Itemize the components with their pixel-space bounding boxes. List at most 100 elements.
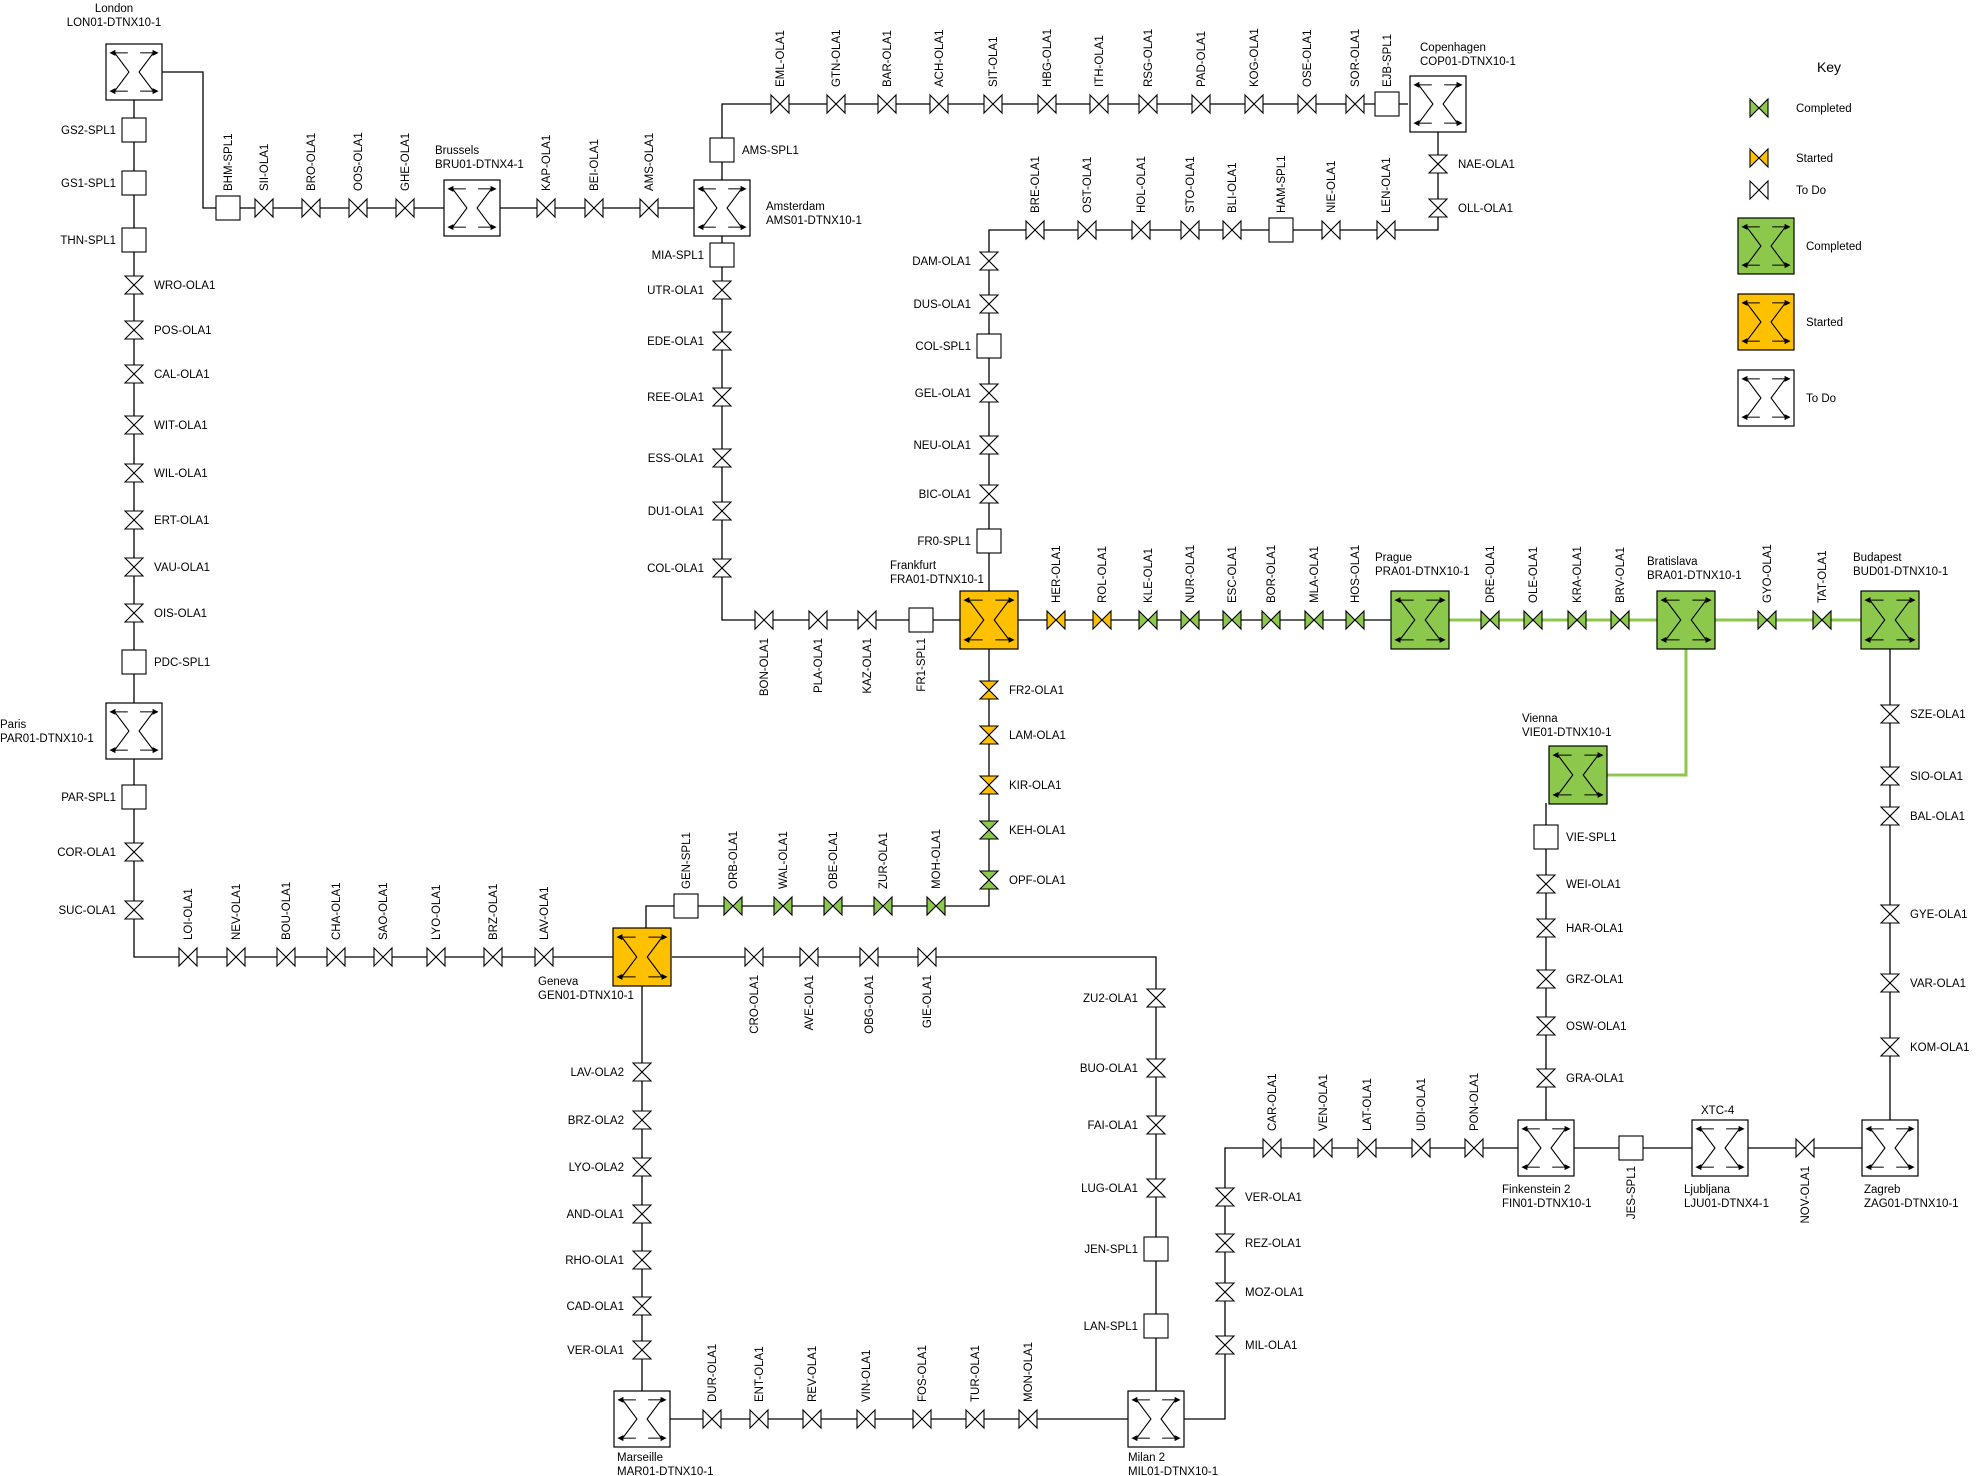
node-finkenstein-2[interactable]: [1517, 1119, 1575, 1177]
site-gie-ola1-101[interactable]: [917, 946, 937, 968]
node-prague[interactable]: [1390, 590, 1450, 650]
site-lav-ola1-22[interactable]: [534, 946, 554, 968]
site-fai-ola1-118[interactable]: [1145, 1115, 1167, 1135]
site-kir-ola1-89[interactable]: [978, 775, 1000, 795]
site-udi-ola1-129[interactable]: [1411, 1137, 1431, 1159]
legend-amp-started-icon[interactable]: [1749, 147, 1769, 169]
site-cro-ola1-98[interactable]: [744, 946, 764, 968]
site-bei-ola1-29[interactable]: [584, 197, 604, 219]
site-hos-ola1-80[interactable]: [1345, 609, 1365, 631]
site-fr1-spl1-72[interactable]: [908, 607, 934, 633]
site-ede-ola1-64[interactable]: [711, 331, 733, 351]
node-london[interactable]: [105, 43, 163, 101]
site-lam-ola1-88[interactable]: [978, 725, 1000, 745]
site-wil-ola1-7[interactable]: [123, 463, 145, 483]
node-vienna[interactable]: [1548, 745, 1608, 805]
site-gye-ola1-142[interactable]: [1879, 904, 1901, 924]
site-gyo-ola1-85[interactable]: [1757, 609, 1777, 631]
site-bli-ola1-50[interactable]: [1222, 219, 1242, 241]
site-nie-ola1-48[interactable]: [1321, 219, 1341, 241]
site-ghe-ola1-27[interactable]: [395, 197, 415, 219]
site-ose-ola1-42[interactable]: [1297, 93, 1317, 115]
site-brz-ola2-103[interactable]: [631, 1110, 653, 1130]
site-dur-ola1-109[interactable]: [702, 1408, 722, 1430]
site-nov-ola1-132[interactable]: [1795, 1137, 1815, 1159]
node-copenhagen[interactable]: [1409, 75, 1467, 133]
site-wit-ola1-6[interactable]: [123, 415, 145, 435]
node-amsterdam[interactable]: [693, 179, 751, 237]
site-obe-ola1-95[interactable]: [823, 895, 843, 917]
site-gtn-ola1-33[interactable]: [826, 93, 846, 115]
site-brv-ola1-84[interactable]: [1610, 609, 1630, 631]
site-mil-ola1-125[interactable]: [1214, 1335, 1236, 1355]
site-utr-ola1-63[interactable]: [711, 280, 733, 300]
site-bar-ola1-34[interactable]: [877, 93, 897, 115]
site-sii-ola1-24[interactable]: [254, 197, 274, 219]
site-len-ola1-47[interactable]: [1376, 219, 1396, 241]
site-vin-ola1-112[interactable]: [856, 1408, 876, 1430]
site-cal-ola1-5[interactable]: [123, 364, 145, 384]
site-har-ola1-135[interactable]: [1535, 918, 1557, 938]
site-wal-ola1-94[interactable]: [773, 895, 793, 917]
site-gel-ola1-58[interactable]: [978, 383, 1000, 403]
site-sio-ola1-140[interactable]: [1879, 766, 1901, 786]
site-ent-ola1-110[interactable]: [749, 1408, 769, 1430]
site-pon-ola1-130[interactable]: [1464, 1137, 1484, 1159]
site-esc-ola1-77[interactable]: [1222, 609, 1242, 631]
site-ham-spl1-49[interactable]: [1268, 217, 1294, 243]
site-vau-ola1-9[interactable]: [123, 557, 145, 577]
legend-node-todo-icon[interactable]: [1737, 369, 1795, 427]
site-cha-ola1-18[interactable]: [326, 946, 346, 968]
site-ams-spl1-31[interactable]: [709, 137, 735, 163]
site-dre-ola1-81[interactable]: [1480, 609, 1500, 631]
node-bratislava[interactable]: [1656, 590, 1716, 650]
site-ach-ola1-35[interactable]: [929, 93, 949, 115]
site-sit-ola1-36[interactable]: [983, 93, 1003, 115]
site-lan-spl1-121[interactable]: [1143, 1313, 1169, 1339]
site-du1-ola1-67[interactable]: [711, 501, 733, 521]
site-fr0-spl1-61[interactable]: [976, 528, 1002, 554]
site-sao-ola1-19[interactable]: [373, 946, 393, 968]
site-pla-ola1-70[interactable]: [808, 609, 828, 631]
site-mon-ola1-115[interactable]: [1018, 1408, 1038, 1430]
site-car-ola1-126[interactable]: [1262, 1137, 1282, 1159]
site-bon-ola1-69[interactable]: [754, 609, 774, 631]
site-pad-ola1-40[interactable]: [1191, 93, 1211, 115]
site-col-spl1-57[interactable]: [976, 333, 1002, 359]
site-bhm-spl1-23[interactable]: [215, 195, 241, 221]
site-neu-ola1-59[interactable]: [978, 435, 1000, 455]
site-jen-spl1-120[interactable]: [1143, 1236, 1169, 1262]
site-mia-spl1-62[interactable]: [709, 242, 735, 268]
site-bre-ola1-54[interactable]: [1025, 219, 1045, 241]
node-geneva[interactable]: [612, 927, 672, 987]
node-ljubljana[interactable]: [1691, 1119, 1749, 1177]
site-rho-ola1-106[interactable]: [631, 1250, 653, 1270]
site-brz-ola1-21[interactable]: [483, 946, 503, 968]
site-kle-ola1-75[interactable]: [1138, 609, 1158, 631]
site-lug-ola1-119[interactable]: [1145, 1178, 1167, 1198]
site-moh-ola1-97[interactable]: [926, 895, 946, 917]
site-eml-ola1-32[interactable]: [770, 93, 790, 115]
site-cor-ola1-13[interactable]: [123, 842, 145, 862]
site-suc-ola1-14[interactable]: [123, 900, 145, 920]
site-grz-ola1-136[interactable]: [1535, 969, 1557, 989]
site-buo-ola1-117[interactable]: [1145, 1058, 1167, 1078]
site-ver-ola1-122[interactable]: [1214, 1187, 1236, 1207]
site-sor-ola1-43[interactable]: [1345, 93, 1365, 115]
node-marseille[interactable]: [613, 1390, 671, 1448]
site-ess-ola1-66[interactable]: [711, 448, 733, 468]
site-kom-ola1-144[interactable]: [1879, 1037, 1901, 1057]
site-osw-ola1-137[interactable]: [1535, 1016, 1557, 1036]
site-sto-ola1-51[interactable]: [1180, 219, 1200, 241]
site-gra-ola1-138[interactable]: [1535, 1068, 1557, 1088]
site-hbg-ola1-37[interactable]: [1037, 93, 1057, 115]
site-par-spl1-12[interactable]: [121, 784, 147, 810]
node-zagreb[interactable]: [1861, 1119, 1919, 1177]
site-zu2-ola1-116[interactable]: [1145, 988, 1167, 1008]
site-vie-spl1-133[interactable]: [1533, 824, 1559, 850]
site-kap-ola1-28[interactable]: [536, 197, 556, 219]
site-cad-ola1-107[interactable]: [631, 1296, 653, 1316]
site-rsg-ola1-39[interactable]: [1138, 93, 1158, 115]
site-bro-ola1-25[interactable]: [301, 197, 321, 219]
site-rev-ola1-111[interactable]: [802, 1408, 822, 1430]
